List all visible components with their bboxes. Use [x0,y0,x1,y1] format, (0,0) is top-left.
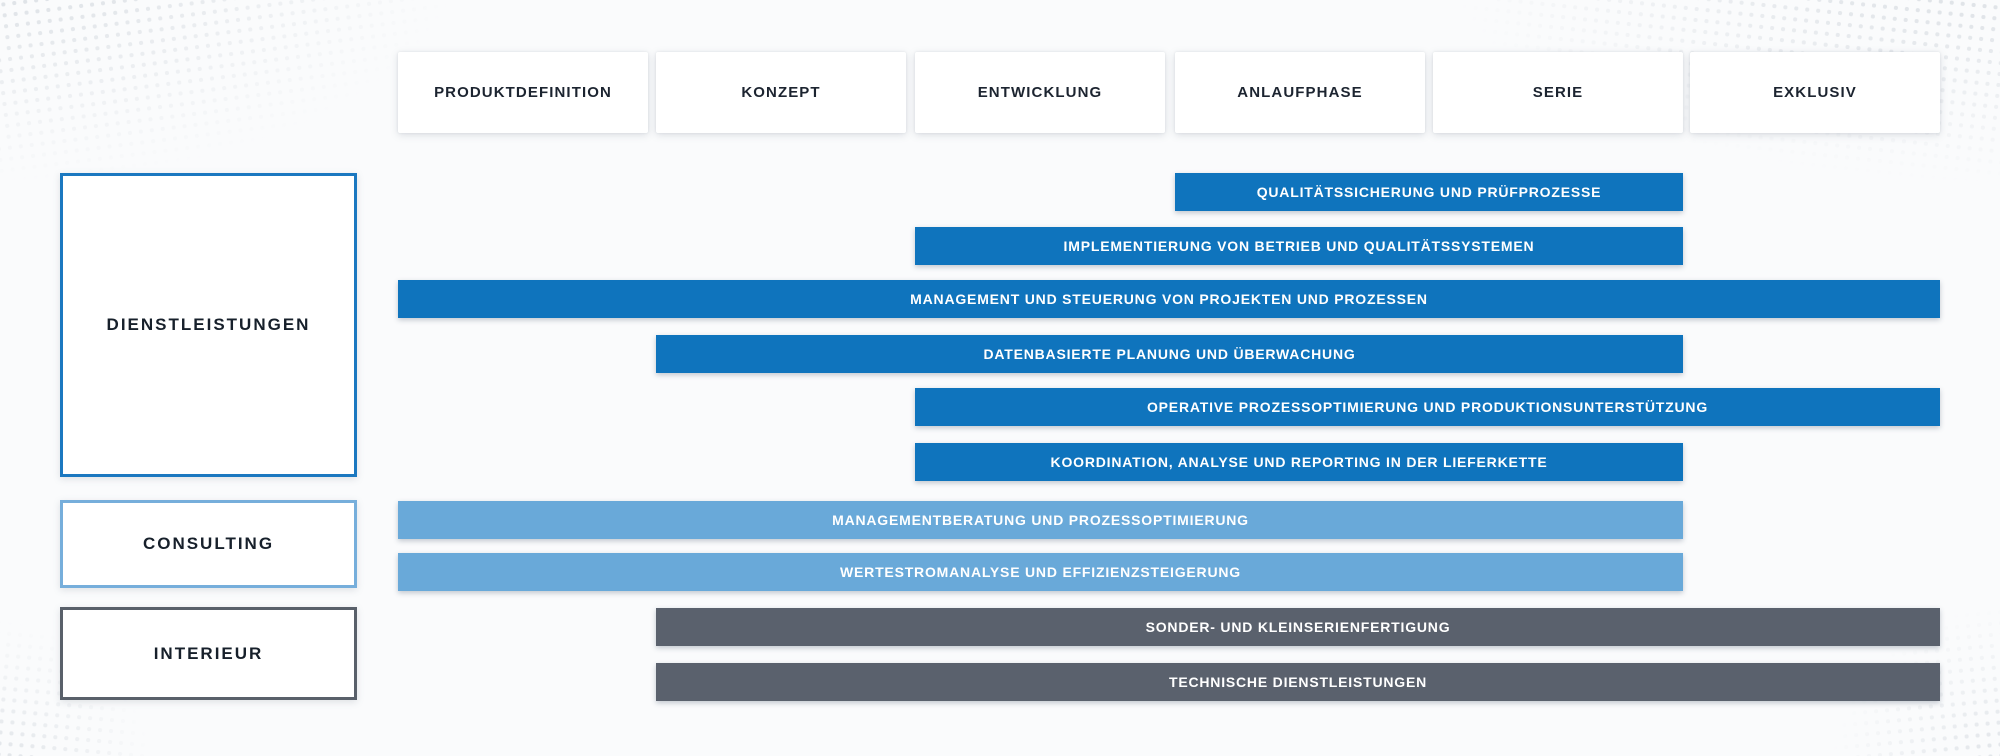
service-bar-label: DATENBASIERTE PLANUNG UND ÜBERWACHUNG [983,346,1356,362]
service-bar-management-steuerung: MANAGEMENT UND STEUERUNG VON PROJEKTEN U… [398,280,1940,318]
service-bar-label: IMPLEMENTIERUNG VON BETRIEB UND QUALITÄT… [1063,238,1535,254]
service-bar-label: MANAGEMENT UND STEUERUNG VON PROJEKTEN U… [910,291,1428,307]
service-bar-label: OPERATIVE PROZESSOPTIMIERUNG UND PRODUKT… [1146,399,1709,415]
service-bar-label: WERTESTROMANALYSE UND EFFIZIENZSTEIGERUN… [840,564,1241,580]
phase-header-label: EXKLUSIV [1773,84,1857,101]
service-bar-managementberatung: MANAGEMENTBERATUNG UND PROZESSOPTIMIERUN… [398,501,1683,539]
service-bar-datenbasierte-planung: DATENBASIERTE PLANUNG UND ÜBERWACHUNG [656,335,1683,373]
phase-header-label: KONZEPT [741,84,821,101]
service-bar-label: SONDER- UND KLEINSERIENFERTIGUNG [1145,619,1451,635]
service-bar-technische-dienstleistungen: TECHNISCHE DIENSTLEISTUNGEN [656,663,1940,701]
phase-header-exklusiv: EXKLUSIV [1690,52,1940,133]
phase-header-label: PRODUKTDEFINITION [434,84,612,101]
service-bar-sonderfertigung: SONDER- UND KLEINSERIENFERTIGUNG [656,608,1940,646]
phase-header-produktdefinition: PRODUKTDEFINITION [398,52,648,133]
service-bar-koordination-analyse: KOORDINATION, ANALYSE UND REPORTING IN D… [915,443,1683,481]
phase-header-entwicklung: ENTWICKLUNG [915,52,1165,133]
service-bar-label: KOORDINATION, ANALYSE UND REPORTING IN D… [1050,454,1548,470]
phase-header-konzept: KONZEPT [656,52,906,133]
phase-header-label: ENTWICKLUNG [977,84,1103,101]
phase-header-anlaufphase: ANLAUFPHASE [1175,52,1425,133]
phase-header-label: SERIE [1532,84,1584,101]
halftone-fade-bottom-right [1660,446,2000,756]
category-label: CONSULTING [142,534,275,553]
service-bar-wertestromanalyse: WERTESTROMANALYSE UND EFFIZIENZSTEIGERUN… [398,553,1683,591]
category-label: DIENSTLEISTUNGEN [106,315,311,334]
service-bar-qualitaetssicherung: QUALITÄTSSICHERUNG UND PRÜFPROZESSE [1175,173,1683,211]
phase-header-label: ANLAUFPHASE [1237,84,1363,101]
category-box-consulting: CONSULTING [60,500,357,588]
service-bar-operative-prozessoptimierung: OPERATIVE PROZESSOPTIMIERUNG UND PRODUKT… [915,388,1940,426]
service-bar-label: TECHNISCHE DIENSTLEISTUNGEN [1168,674,1428,690]
service-bar-label: QUALITÄTSSICHERUNG UND PRÜFPROZESSE [1256,184,1602,200]
category-box-interieur: INTERIEUR [60,607,357,700]
service-bar-label: MANAGEMENTBERATUNG UND PROZESSOPTIMIERUN… [832,512,1249,528]
category-label: INTERIEUR [153,643,264,663]
phase-header-serie: SERIE [1433,52,1683,133]
service-bar-implementierung: IMPLEMENTIERUNG VON BETRIEB UND QUALITÄT… [915,227,1683,265]
category-box-dienstleistungen: DIENSTLEISTUNGEN [60,173,357,477]
